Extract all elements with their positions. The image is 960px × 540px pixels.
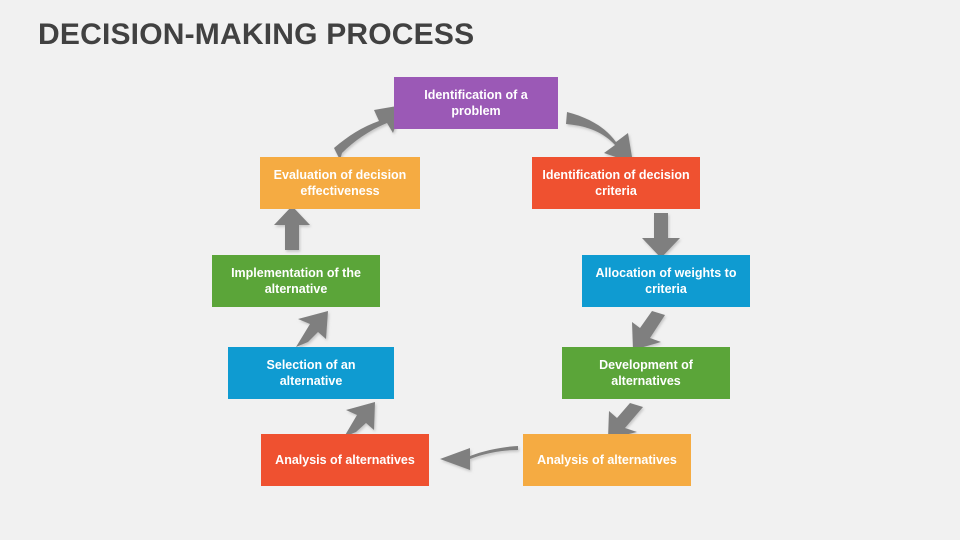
node-implementation-of-the-alternative[interactable]: Implementation of the alternative — [212, 255, 380, 307]
node-development-of-alternatives[interactable]: Development of alternatives — [562, 347, 730, 399]
node-label: Development of alternatives — [599, 358, 693, 388]
node-label: Evaluation of decision effectiveness — [273, 168, 407, 198]
node-allocation-of-weights-to-criteria[interactable]: Allocation of weights to criteria — [582, 255, 750, 307]
node-label: Implementation of the alternative — [231, 266, 361, 296]
node-label: Identification of decision criteria — [542, 168, 690, 198]
node-selection-of-an-alternative[interactable]: Selection of an alternative — [228, 347, 394, 399]
arrow-weights-to-development — [632, 311, 665, 350]
node-analysis-of-alternatives-orange[interactable]: Analysis of alternatives — [523, 434, 691, 486]
arrow-problem-to-criteria — [566, 112, 633, 163]
node-label: Identification of a problem — [424, 88, 528, 118]
node-identification-of-decision-criteria[interactable]: Identification of decision criteria — [532, 157, 700, 209]
node-label: Analysis of alternatives — [275, 453, 415, 467]
arrow-analysis-red-to-selection — [344, 402, 375, 437]
node-label: Allocation of weights to criteria — [595, 266, 737, 296]
page-title: DECISION-MAKING PROCESS — [38, 18, 475, 51]
node-label: Selection of an alternative — [266, 358, 356, 388]
arrow-selection-to-implementation — [296, 311, 328, 347]
node-evaluation-of-decision-effectiveness[interactable]: Evaluation of decision effectiveness — [260, 157, 420, 209]
node-label: Analysis of alternatives — [537, 453, 677, 467]
arrow-analysis-orange-to-analysis-red — [440, 446, 518, 470]
arrow-evaluation-to-problem — [334, 105, 403, 160]
arrow-criteria-to-weights — [642, 213, 680, 258]
node-identification-of-a-problem[interactable]: Identification of a problem — [394, 77, 558, 129]
arrow-implementation-to-evaluation — [274, 206, 310, 250]
node-analysis-of-alternatives-red[interactable]: Analysis of alternatives — [261, 434, 429, 486]
